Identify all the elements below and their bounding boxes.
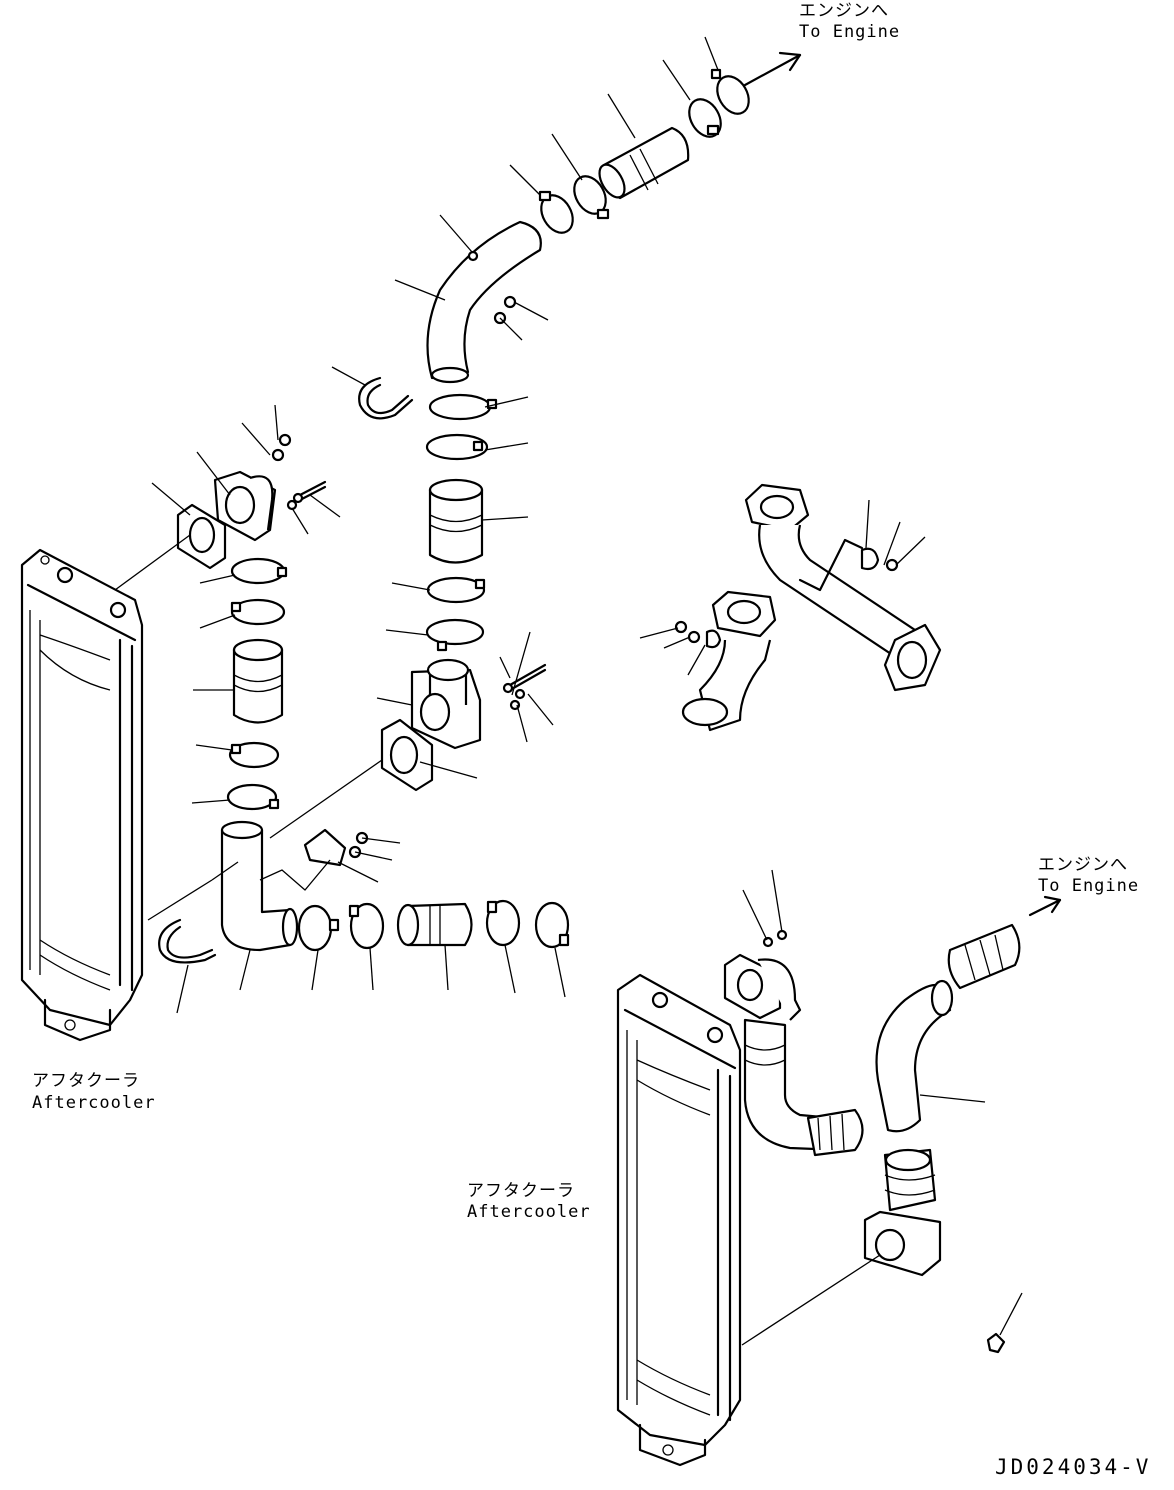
aftercooler-label-right-en: Aftercooler bbox=[467, 1202, 591, 1222]
aftercooler-right bbox=[616, 973, 742, 1467]
aftercooler-label-right-jp: アフタクーラ bbox=[467, 1181, 575, 1201]
aftercooler-label-left-en: Aftercooler bbox=[32, 1093, 156, 1113]
middle-pipe-detail bbox=[674, 483, 942, 732]
top-pipe-assembly bbox=[358, 51, 802, 792]
leader-lines bbox=[114, 36, 1023, 1346]
aftercooler-left bbox=[20, 548, 144, 1042]
aftercooler-label-left-jp: アフタクーラ bbox=[32, 1071, 140, 1091]
drawing-code: JD024034-V bbox=[995, 1455, 1152, 1479]
assembled-view bbox=[723, 895, 1062, 1354]
engine-label-top-en: To Engine bbox=[799, 22, 901, 42]
engine-label-top-jp: エンジンへ bbox=[799, 1, 889, 21]
engine-label-right-jp: エンジンへ bbox=[1038, 855, 1128, 875]
left-pipe-assembly bbox=[158, 433, 570, 964]
engine-label-right-en: To Engine bbox=[1038, 876, 1140, 896]
